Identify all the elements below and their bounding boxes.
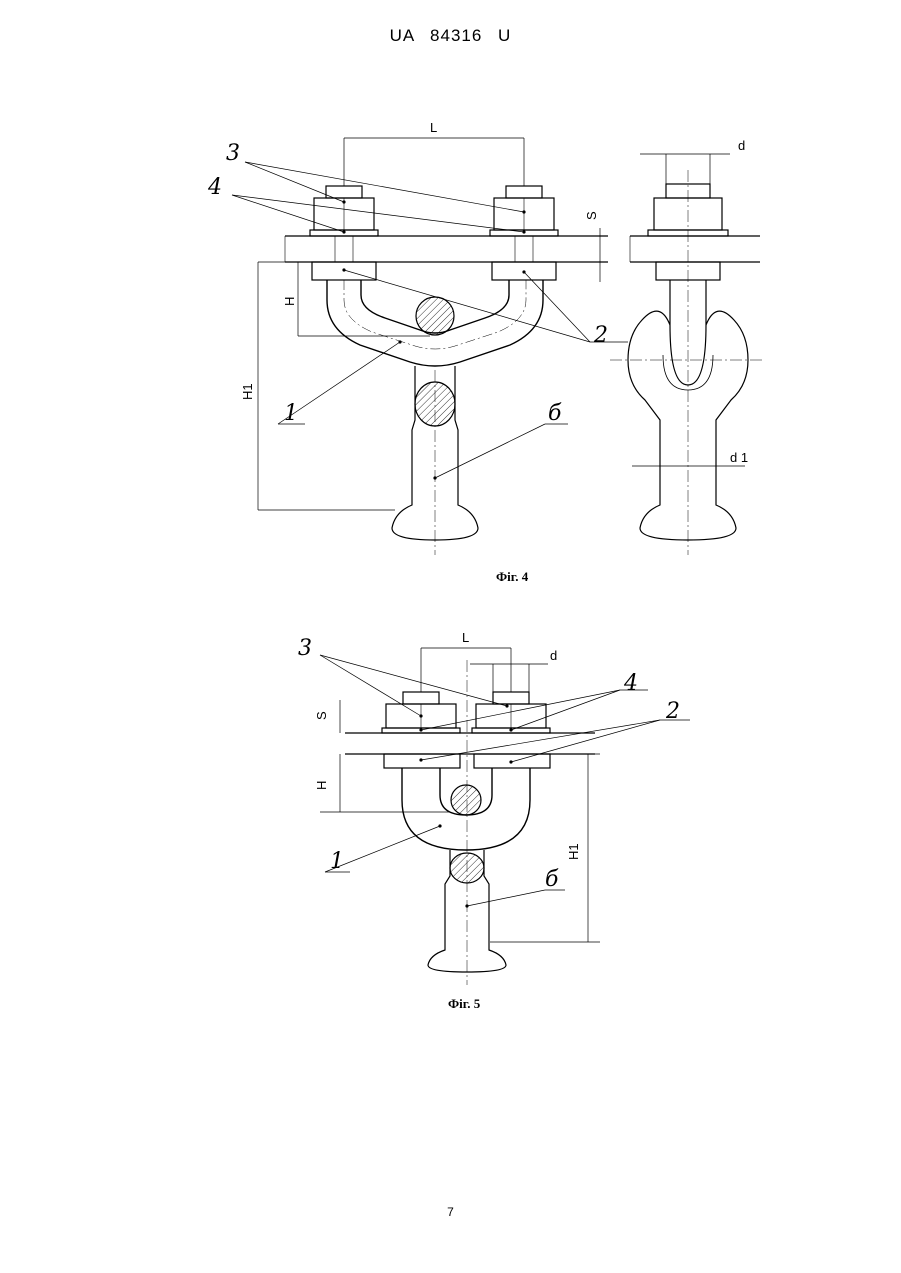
dim-d1-fig4: d 1: [730, 450, 748, 465]
callout-1-fig4: 1: [284, 401, 298, 426]
dim-s-fig5: S: [314, 711, 329, 720]
u-clamp-fig5: [402, 768, 530, 850]
figure-5: [320, 648, 690, 985]
dim-s-fig4: S: [584, 211, 599, 220]
plate-fig5: [345, 733, 595, 754]
dim-h-fig4: H: [282, 297, 297, 306]
dim-d-fig4: d: [738, 138, 745, 153]
dimensions-fig4: [258, 138, 745, 510]
dim-l-fig5: L: [462, 630, 469, 645]
dim-h-fig5: H: [314, 781, 329, 790]
dim-d-fig5: d: [550, 648, 557, 663]
callout-2-fig5: 2: [665, 699, 680, 724]
callout-1-fig5: 1: [330, 849, 344, 874]
callout-2-fig4: 2: [593, 323, 608, 348]
stem: [392, 366, 478, 555]
callout-4-fig5: 4: [623, 671, 638, 696]
plate-front: [285, 236, 608, 262]
dim-h1-fig5: H1: [566, 843, 581, 860]
dim-l-fig4: L: [430, 120, 437, 135]
figure-4: [232, 138, 765, 555]
stem-fig5: [428, 660, 506, 985]
callout-3-fig5: 3: [298, 636, 312, 661]
page-number: 7: [0, 1205, 901, 1219]
u-clamp: [327, 280, 543, 366]
callout-3-fig4: 3: [226, 141, 240, 166]
caption-fig4: Фіг. 4: [496, 569, 529, 584]
callout-6-fig5: б: [545, 867, 559, 892]
callout-6-fig4: б: [548, 401, 562, 426]
leader-dots-fig4: [342, 200, 525, 479]
caption-fig5: Фіг. 5: [448, 996, 481, 1011]
side-view: [610, 170, 765, 555]
dim-h1-fig4: H1: [240, 383, 255, 400]
callout-4-fig4: 4: [207, 175, 222, 200]
